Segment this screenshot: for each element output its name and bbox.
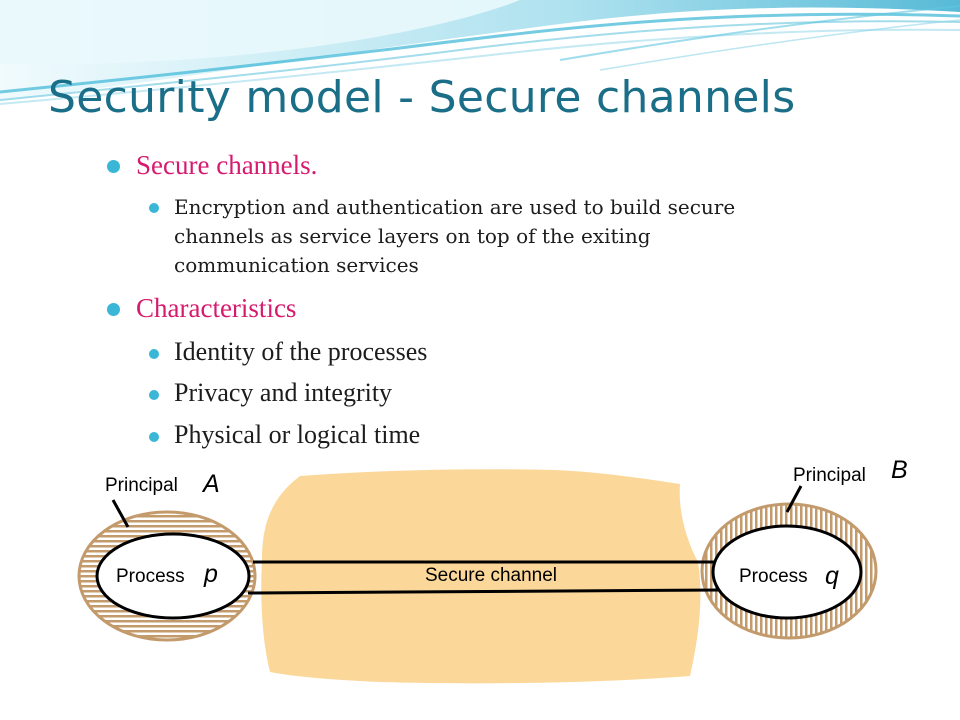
principal-a-label: Principal: [105, 475, 178, 496]
bullet-dot: [149, 203, 159, 213]
bullet-privacy: Privacy and integrity: [149, 378, 392, 408]
process-q-node: [711, 524, 863, 620]
bullet-dot: [149, 432, 159, 442]
encryption-line-1: Encryption and authentication are used t…: [174, 195, 736, 219]
bullet-dot: [149, 390, 159, 400]
encryption-line-2: channels as service layers on top of the…: [174, 224, 651, 248]
bullet-dot: [107, 303, 120, 316]
process-q-letter: q: [825, 562, 839, 590]
process-p-node: [95, 532, 251, 620]
process-p-letter: p: [203, 560, 218, 588]
principal-b-pointer: [785, 485, 803, 513]
bullet-encryption: Encryption and authentication are used t…: [149, 193, 736, 280]
process-p-label: Process: [116, 566, 185, 587]
bullet-secure-channels: Secure channels.: [107, 150, 317, 181]
channel-bottom-line: [247, 588, 721, 595]
bullet-dot: [149, 349, 159, 359]
bullet-identity: Identity of the processes: [149, 337, 427, 367]
process-q-label: Process: [739, 566, 808, 587]
channel-cloud: [261, 469, 701, 684]
bullet-characteristics: Characteristics: [107, 293, 296, 324]
slide-title: Security model - Secure channels: [48, 72, 796, 123]
principal-b-letter: B: [891, 456, 908, 484]
encryption-line-3: communication services: [174, 253, 419, 277]
secure-channel-label: Secure channel: [425, 565, 557, 586]
bullet-dot: [107, 160, 120, 173]
principal-a-pointer: [111, 499, 130, 528]
bullet-time: Physical or logical time: [149, 420, 420, 450]
principal-b-label: Principal: [793, 465, 866, 486]
principal-a-letter: A: [201, 470, 220, 498]
header-wave-decoration: [0, 0, 960, 105]
